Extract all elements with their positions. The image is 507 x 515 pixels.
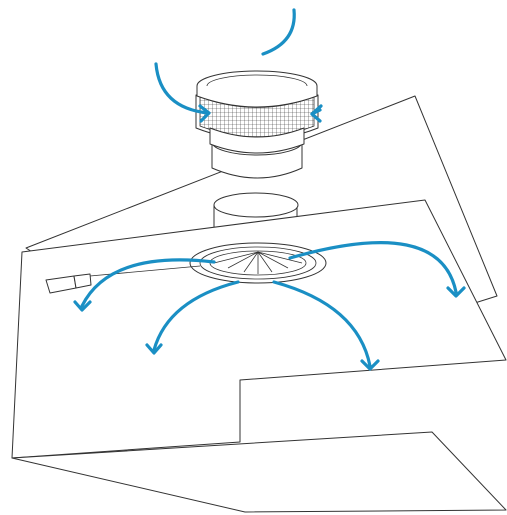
airflow-arrows <box>73 8 466 371</box>
ceiling-diffuser <box>189 242 327 284</box>
airflow-intake-left <box>154 62 210 115</box>
airflow-out-front-left-head <box>145 343 163 355</box>
airflow-intake-right <box>310 108 322 116</box>
airflow-out-right <box>288 241 458 294</box>
inlet-mesh-filter <box>195 70 319 154</box>
controller-unit <box>45 265 201 294</box>
airflow-intake-top <box>261 8 296 56</box>
airflow-intake-left-head <box>198 104 211 123</box>
airflow-out-right-head <box>446 286 466 298</box>
airflow-out-front-left <box>152 280 240 352</box>
airflow-out-front-right-head <box>360 359 380 371</box>
airflow-out-left-head <box>73 300 92 312</box>
airflow-out-left <box>80 258 216 308</box>
floor-plane <box>11 431 507 513</box>
airflow-out-front-right <box>272 280 372 368</box>
